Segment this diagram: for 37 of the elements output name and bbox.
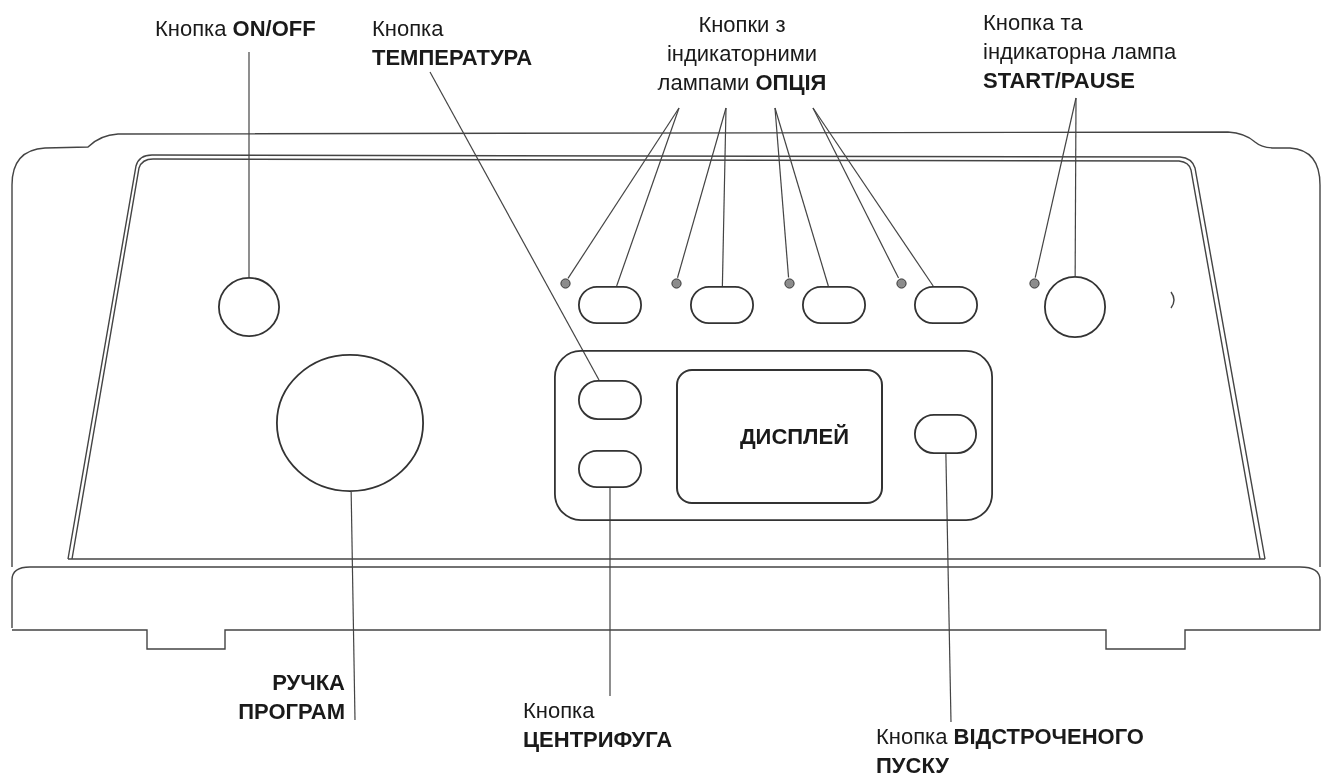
callout-label: Кнопка ЦЕНТРИФУГА <box>523 696 723 758</box>
spin-button <box>578 450 642 488</box>
callout-label: Кнопка ТЕМПЕРАТУРА <box>372 14 572 72</box>
delay-start-button <box>914 414 977 454</box>
indicator-lamp <box>670 277 682 289</box>
indicator-lamp <box>783 277 795 289</box>
leader-line <box>774 107 829 287</box>
program-knob <box>276 354 424 492</box>
leader-line <box>429 71 600 381</box>
callout-label: Кнопка та індикаторна лампа START/PAUSE <box>983 8 1198 98</box>
leader-line <box>248 51 250 278</box>
leader-line <box>616 107 680 287</box>
leader-line <box>774 107 790 279</box>
leader-line <box>1074 97 1077 277</box>
leader-line <box>945 453 952 723</box>
option-button <box>690 286 754 324</box>
display-screen <box>676 369 883 504</box>
option-button <box>914 286 978 324</box>
callout-label: Кнопка ON/OFF <box>155 14 355 52</box>
option-button <box>802 286 866 324</box>
leader-line <box>609 487 611 697</box>
leader-line <box>812 107 934 287</box>
indicator-lamp <box>559 277 571 289</box>
leader-line <box>721 107 727 287</box>
leader-line <box>567 107 680 279</box>
power-button <box>218 277 280 337</box>
option-button <box>578 286 642 324</box>
callout-label: Кнопки з індикаторними лампами ОПЦІЯ <box>627 10 857 108</box>
callout-label: Кнопка ВІДСТРОЧЕНОГО ПУСКУ <box>876 722 1216 781</box>
control-panel <box>554 350 993 521</box>
indicator-lamp <box>1028 277 1040 289</box>
callout-label: РУЧКА ПРОГРАМ <box>195 668 355 730</box>
display-label: ДИСПЛЕЙ <box>739 423 850 450</box>
leader-line <box>350 491 356 721</box>
indicator-lamp <box>895 277 907 289</box>
start-pause-button <box>1044 276 1106 338</box>
temperature-button <box>578 380 642 420</box>
